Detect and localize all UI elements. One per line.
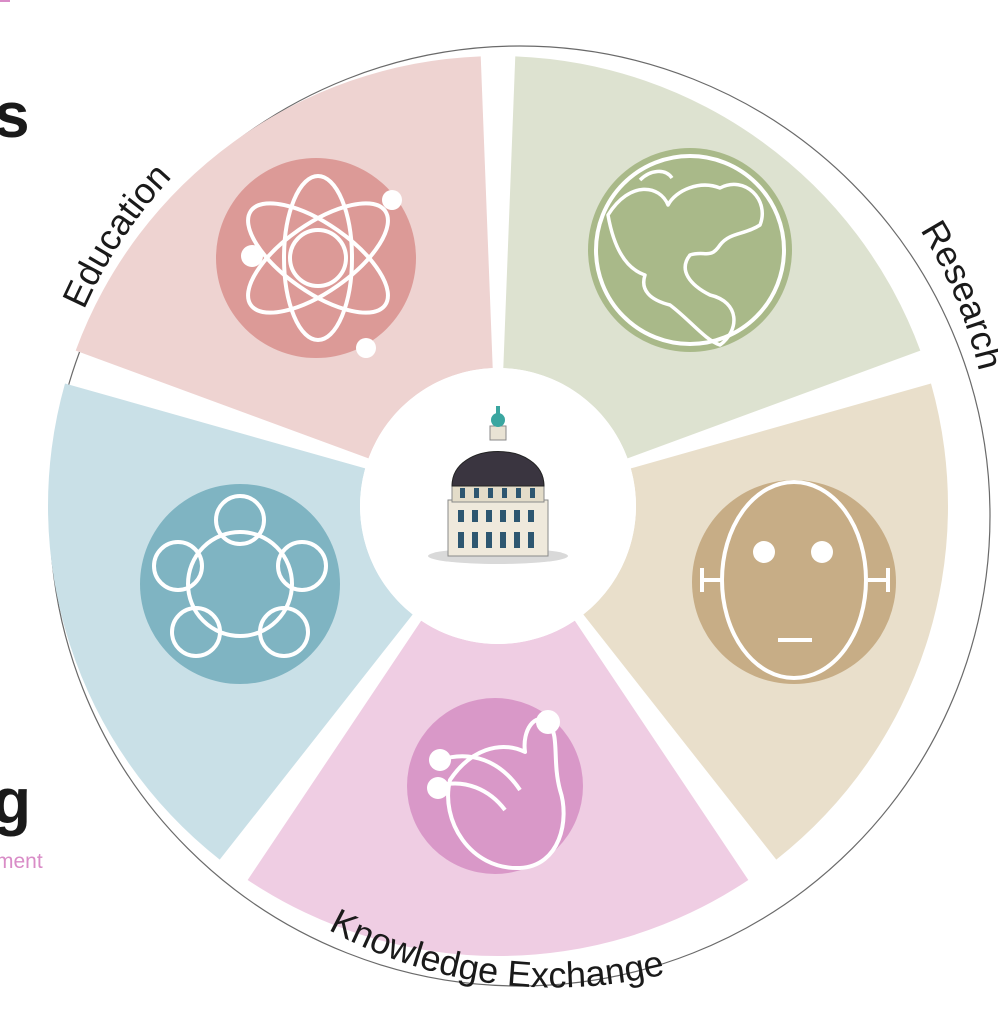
- cropped-heading-letter-s: s: [0, 79, 30, 151]
- label-research-text: Research: [913, 213, 998, 373]
- face-icon: [692, 480, 896, 684]
- hand-icon: [407, 698, 583, 874]
- cropped-subheading-fragment: ment: [0, 850, 43, 873]
- atom-icon: [216, 158, 416, 358]
- label-research: Research: [913, 213, 998, 373]
- cropped-heading-letter-g: g: [0, 765, 32, 837]
- building-dome-icon: [428, 406, 568, 564]
- globe-icon: [588, 148, 792, 352]
- cropped-accent-rule: [0, 0, 10, 2]
- linked-circles-icon: [140, 484, 340, 684]
